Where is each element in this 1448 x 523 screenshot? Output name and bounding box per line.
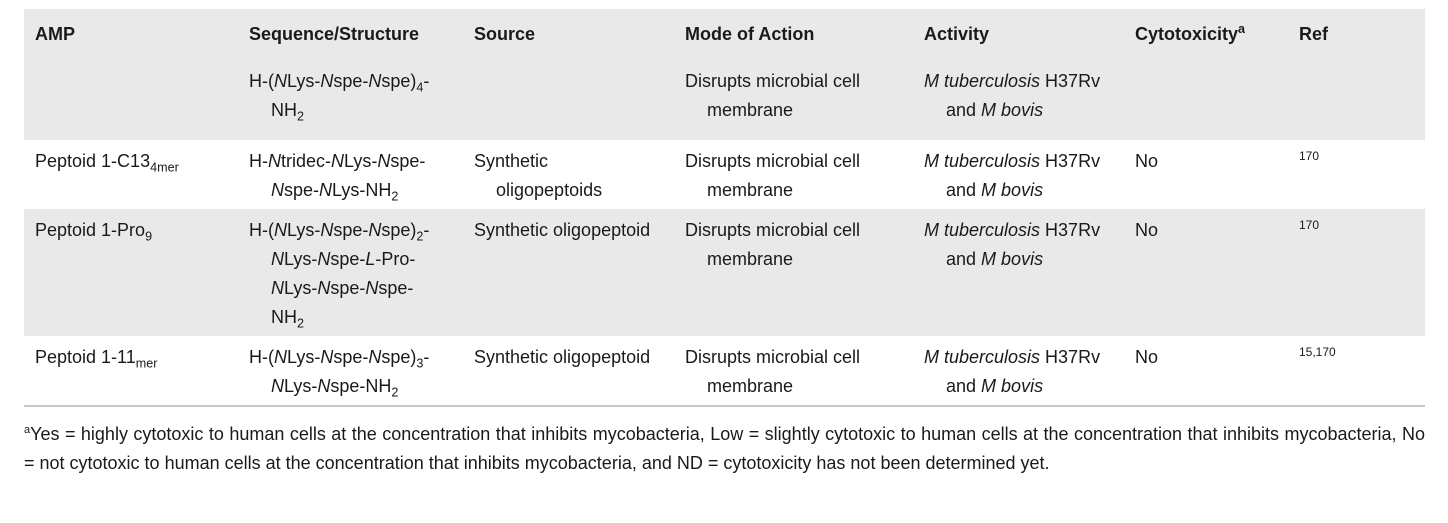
- footnote-marker: a: [24, 424, 31, 436]
- table-header-row: AMP Sequence/Structure Source Mode of Ac…: [24, 9, 1425, 59]
- table-row: Peptoid 1-11mer H-(NLys-Nspe-Nspe)3- NLy…: [24, 336, 1425, 405]
- cell-ref: 170: [1299, 149, 1320, 163]
- cell-mode-of-action: Disrupts microbial cell membrane: [685, 71, 861, 120]
- cell-mode-of-action: Disrupts microbial cell membrane: [685, 151, 861, 200]
- cell-sequence: H-Ntridec-NLys-Nspe- Nspe-NLys-NH2: [249, 151, 426, 204]
- cell-cytotoxicity: [1124, 59, 1288, 67]
- cell-sequence: H-(NLys-Nspe-Nspe)4- NH2: [249, 71, 430, 124]
- cell-source: Synthetic oligopeptoid: [474, 220, 651, 240]
- cell-activity: M tuberculosis H37Rv and M bovis: [924, 347, 1101, 396]
- cell-ref: 15,170: [1299, 345, 1336, 359]
- header-source: Source: [474, 23, 536, 44]
- header-cytotoxicity: Cytotoxicitya: [1124, 20, 1288, 49]
- cell-sequence: H-(NLys-Nspe-Nspe)2- NLys-Nspe-L-Pro- NL…: [249, 220, 430, 331]
- cell-ref: 170: [1299, 218, 1320, 232]
- cell-source: [463, 59, 674, 67]
- cell-activity: M tuberculosis H37Rv and M bovis: [924, 71, 1101, 120]
- footnote-marker: a: [1238, 21, 1246, 36]
- table-row: Peptoid 1-Pro9 H-(NLys-Nspe-Nspe)2- NLys…: [24, 209, 1425, 336]
- cell-sequence: H-(NLys-Nspe-Nspe)3- NLys-Nspe-NH2: [249, 347, 430, 400]
- cell-amp: Peptoid 1-11mer: [35, 347, 158, 371]
- header-mode-of-action: Mode of Action: [685, 23, 815, 44]
- cell-cytotoxicity: No: [1135, 151, 1159, 171]
- table-row: H-(NLys-Nspe-Nspe)4- NH2 Disrupts microb…: [24, 59, 1425, 140]
- footnote-text: Yes = highly cytotoxic to human cells at…: [24, 424, 1425, 473]
- cell-amp: Peptoid 1-C134mer: [35, 151, 179, 175]
- cell-amp: [24, 59, 238, 67]
- table-row: Peptoid 1-C134mer H-Ntridec-NLys-Nspe- N…: [24, 140, 1425, 209]
- cell-mode-of-action: Disrupts microbial cell membrane: [685, 347, 861, 396]
- header-activity: Activity: [924, 23, 990, 44]
- cell-source: Synthetic oligopeptoid: [474, 347, 651, 367]
- cell-activity: M tuberculosis H37Rv and M bovis: [924, 220, 1101, 269]
- header-sequence: Sequence/Structure: [249, 23, 420, 44]
- header-amp: AMP: [35, 23, 75, 44]
- header-ref: Ref: [1299, 23, 1329, 44]
- cell-cytotoxicity: No: [1135, 347, 1159, 367]
- cell-source: Synthetic oligopeptoids: [474, 151, 603, 200]
- amp-table: AMP Sequence/Structure Source Mode of Ac…: [24, 9, 1425, 407]
- cell-amp: Peptoid 1-Pro9: [35, 220, 153, 244]
- cell-activity: M tuberculosis H37Rv and M bovis: [924, 151, 1101, 200]
- cell-ref: [1288, 59, 1425, 69]
- table-footnote: aYes = highly cytotoxic to human cells a…: [24, 420, 1425, 478]
- cell-cytotoxicity: No: [1135, 220, 1159, 240]
- header-cytotoxicity-label: Cytotoxicity: [1135, 23, 1239, 44]
- cell-mode-of-action: Disrupts microbial cell membrane: [685, 220, 861, 269]
